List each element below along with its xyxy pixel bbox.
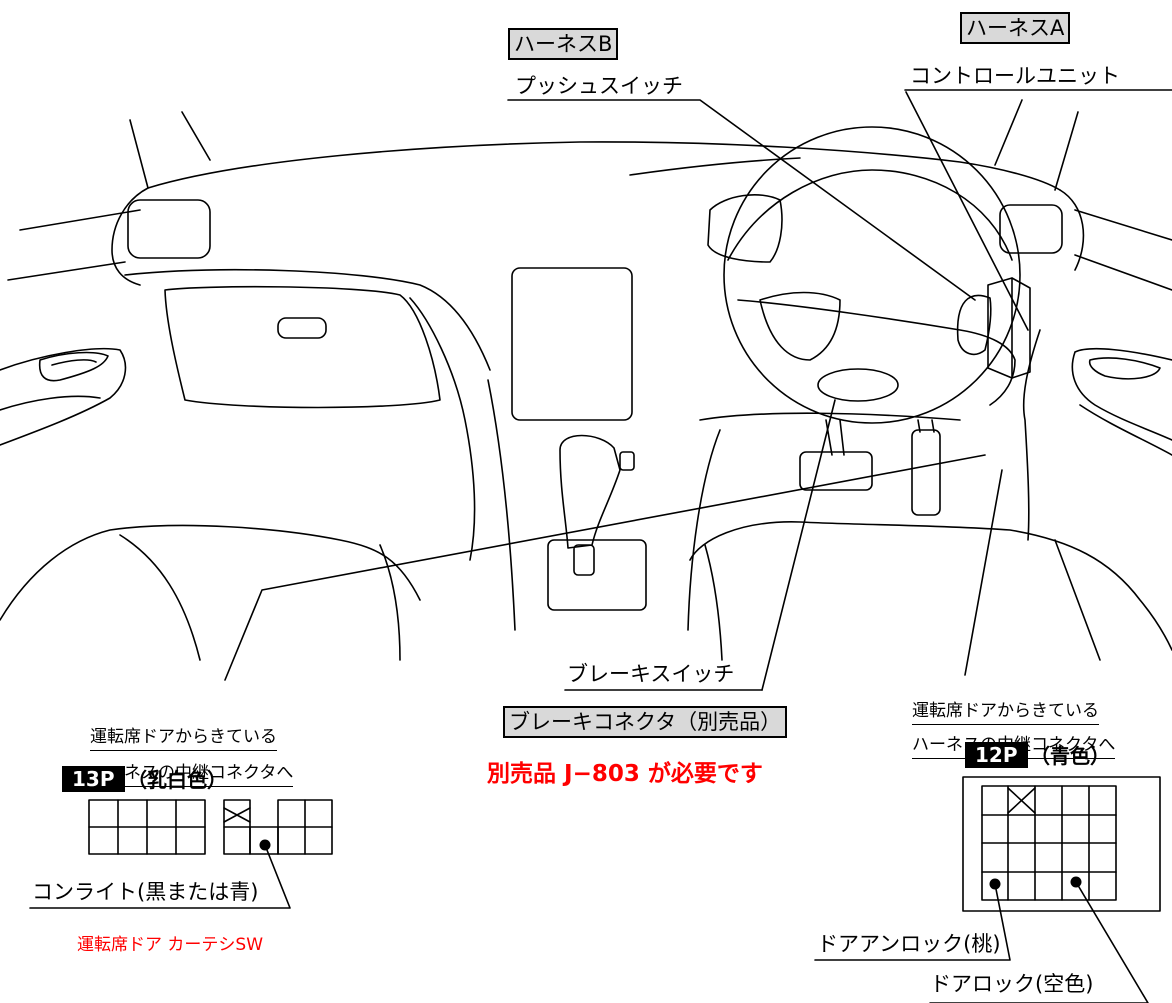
right-connector-color: （青色） [1030, 744, 1110, 768]
right-connector-grid [962, 776, 1161, 912]
gear-shifter [559, 434, 635, 576]
left-connector-color: （乳白色） [127, 768, 227, 792]
pedals [799, 419, 941, 516]
left-wire-label: コンライト(黒または青) [32, 880, 259, 904]
left-function-label: 運転席ドア カーテシSW [77, 935, 264, 955]
push-switch-label: プッシュスイッチ [515, 74, 683, 98]
leader-lines [29, 89, 1172, 1003]
center-console [487, 267, 721, 631]
dashboard-outline [7, 141, 1172, 371]
harness-a-label: ハーネスA [960, 12, 1071, 44]
brake-connector-label: ブレーキコネクタ（別売品） [503, 706, 788, 738]
steering-wheel [723, 126, 1021, 424]
right-door [1071, 347, 1172, 456]
control-unit-box [987, 277, 1031, 379]
left-connector-note-line2: ハーネスの中継コネクタへ [90, 762, 294, 787]
door-lock-label: ドアロック(空色) [930, 972, 1094, 996]
right-connector-pin-badge: 12P [965, 742, 1028, 768]
left-connector-note-line1: 運転席ドアからきている [90, 726, 277, 751]
glovebox [164, 285, 476, 561]
left-door [0, 347, 127, 446]
leader-dots [259, 839, 1082, 890]
left-connector-grid [88, 799, 333, 855]
door-unlock-label: ドアアンロック(桃) [817, 932, 1001, 956]
brake-switch-label: ブレーキスイッチ [567, 662, 735, 686]
air-vents [127, 194, 1063, 263]
dash-right-lower [699, 299, 1041, 541]
seats [0, 521, 1172, 661]
harness-b-label: ハーネスB [508, 28, 619, 60]
control-unit-label: コントロールユニット [910, 64, 1120, 88]
required-part-note: 別売品 J−803 が必要です [487, 761, 763, 787]
left-connector-pin-badge: 13P [62, 766, 125, 792]
right-connector-note-line1: 運転席ドアからきている [912, 700, 1099, 725]
pillars [129, 99, 1079, 191]
